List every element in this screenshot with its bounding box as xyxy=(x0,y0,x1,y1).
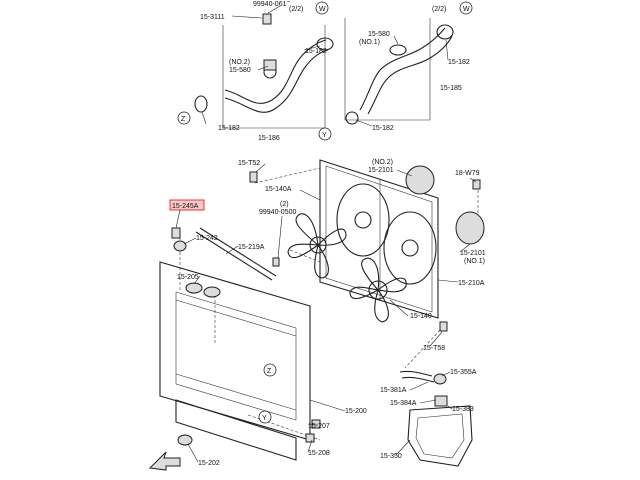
label-15-384A: 15-384A xyxy=(390,400,417,407)
label-15-207: 15-207 xyxy=(308,423,330,430)
label-15-185: 15-185 xyxy=(440,85,462,92)
label-15-186: 15-186 xyxy=(258,135,280,142)
highlighted-part-label: 15-245A xyxy=(172,203,199,210)
label-no1-a: (NO.1) xyxy=(359,39,380,46)
page-indicator-right: (2/2) xyxy=(432,6,446,13)
label-15-182-b: 15-182 xyxy=(218,125,240,132)
svg-text:W: W xyxy=(463,6,470,13)
svg-text:Z: Z xyxy=(181,116,186,123)
callout-circle-w-top-left: W xyxy=(315,1,329,15)
upper-left-hose-group xyxy=(194,13,334,129)
svg-text:W: W xyxy=(319,6,326,13)
label-15-205: 15-205 xyxy=(177,274,199,281)
label-15-242: 15-242 xyxy=(196,235,218,242)
coolant-reservoir xyxy=(399,370,473,467)
fan-blade-right xyxy=(349,257,407,323)
callout-circle-w-top-right: W xyxy=(459,1,473,15)
label-no1-b: (NO.1) xyxy=(464,258,485,265)
label-15-381A: 15-381A xyxy=(380,387,407,394)
label-15-182-d: 15-182 xyxy=(372,125,394,132)
label-qty-2: (2) xyxy=(280,201,289,208)
fan-blade-left xyxy=(287,213,347,279)
label-15-2101-b: 15-2101 xyxy=(460,250,486,257)
page-indicator-left: (2/2) xyxy=(287,2,313,14)
svg-text:Y: Y xyxy=(322,132,327,139)
label-15-2101-a: 15-2101 xyxy=(368,167,394,174)
label-15-182-a: 15-182 xyxy=(305,48,327,55)
label-99940-mid: 99940-0500 xyxy=(259,209,296,216)
callout-circle-y-top: Y xyxy=(318,127,332,141)
part-labels: 15-3111 99940-0616 15-182 (NO.2) 15-580 … xyxy=(169,1,486,467)
fan-shroud-assembly xyxy=(319,159,485,319)
label-15-140A: 15-140A xyxy=(265,186,292,193)
label-15-580-a: 15-580 xyxy=(229,67,251,74)
label-15-T58: 15-T58 xyxy=(423,345,445,352)
label-99940-top: 99940-0616 xyxy=(253,1,290,8)
label-15-219A: 15-219A xyxy=(238,244,265,251)
label-no2-b: (NO.2) xyxy=(372,159,393,166)
label-15-383: 15-383 xyxy=(452,406,474,413)
label-18-W79: 18-W79 xyxy=(455,170,480,177)
upper-right-hose-group xyxy=(344,18,454,125)
label-15-580-b: 15-580 xyxy=(368,31,390,38)
label-15-182-c: 15-182 xyxy=(448,59,470,66)
label-15-355A: 15-355A xyxy=(450,369,477,376)
callout-circle-z-lower: Z xyxy=(263,363,277,377)
page-indicator-text: (2/2) xyxy=(432,6,446,13)
leader-lines xyxy=(175,5,477,463)
highlighted-part-box xyxy=(169,199,205,211)
svg-text:Z: Z xyxy=(267,368,272,375)
label-15-200: 15-200 xyxy=(345,408,367,415)
dashed-guides xyxy=(179,167,479,441)
callout-circle-y-lower: Y xyxy=(258,410,272,424)
label-15-T52: 15-T52 xyxy=(238,160,260,167)
callout-circle-z-top-left: Z xyxy=(177,111,191,125)
label-15-210A: 15-210A xyxy=(458,280,485,287)
svg-text:Y: Y xyxy=(262,415,267,422)
label-15-208: 15-208 xyxy=(308,450,330,457)
front-direction-arrow xyxy=(148,451,181,471)
page-indicator-text: (2/2) xyxy=(289,6,303,13)
label-15-140: 15-140 xyxy=(410,313,432,320)
radiator xyxy=(159,171,481,461)
label-15-350: 15-350 xyxy=(380,453,402,460)
label-15-3111: 15-3111 xyxy=(200,14,225,21)
label-15-202: 15-202 xyxy=(198,460,220,467)
label-no2-a: (NO.2) xyxy=(229,59,250,66)
